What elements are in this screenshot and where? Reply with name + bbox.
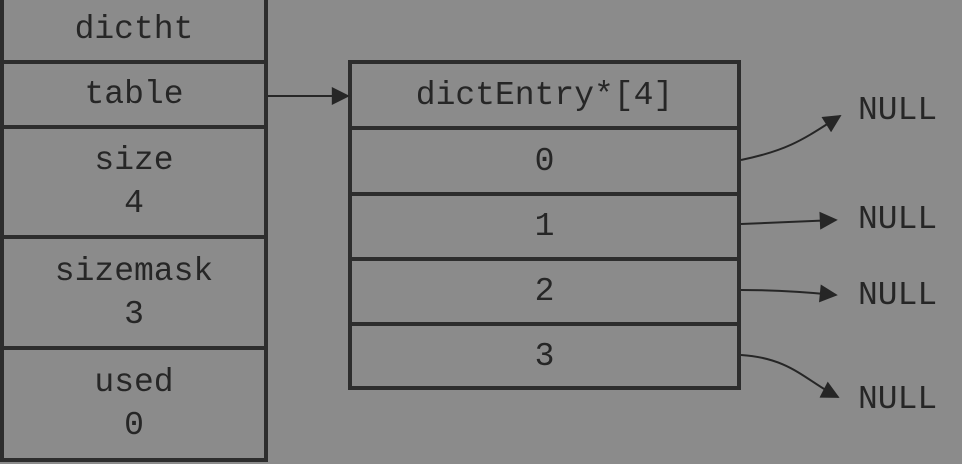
dictht-sizemask-label: sizemask	[54, 252, 214, 290]
slot-index: 2	[534, 273, 555, 310]
slot-1-null-arrow	[740, 211, 838, 230]
dict-entry-array-header: dictEntry*[4]	[415, 76, 674, 114]
dictht-header-cell: dictht	[0, 0, 268, 64]
dictht-sizemask-cell: sizemask 3	[0, 235, 268, 350]
null-label-0: NULL	[858, 92, 938, 129]
dictht-used-value: 0	[124, 407, 144, 444]
slot-0-null-arrow	[740, 115, 842, 161]
dict-entry-slot-3: 3	[348, 322, 741, 390]
slot-index: 3	[534, 337, 555, 375]
null-label-3: NULL	[858, 381, 938, 418]
slot-index: 0	[534, 142, 555, 180]
dictht-used-cell: used 0	[0, 346, 268, 462]
dictht-header: dictht	[74, 10, 194, 48]
dictht-used-label: used	[94, 364, 174, 401]
dictht-size-value: 4	[124, 185, 144, 222]
null-label-2: NULL	[858, 277, 938, 314]
dictht-table-label: table	[84, 76, 184, 113]
dictht-table-cell: table	[0, 60, 268, 129]
slot-index: 1	[534, 208, 555, 245]
dictht-size-label: size	[94, 142, 174, 179]
slot-2-null-arrow	[740, 284, 838, 303]
slot-3-null-arrow	[740, 354, 840, 398]
null-label-1: NULL	[858, 201, 938, 238]
dictht-sizemask-value: 3	[124, 295, 144, 333]
